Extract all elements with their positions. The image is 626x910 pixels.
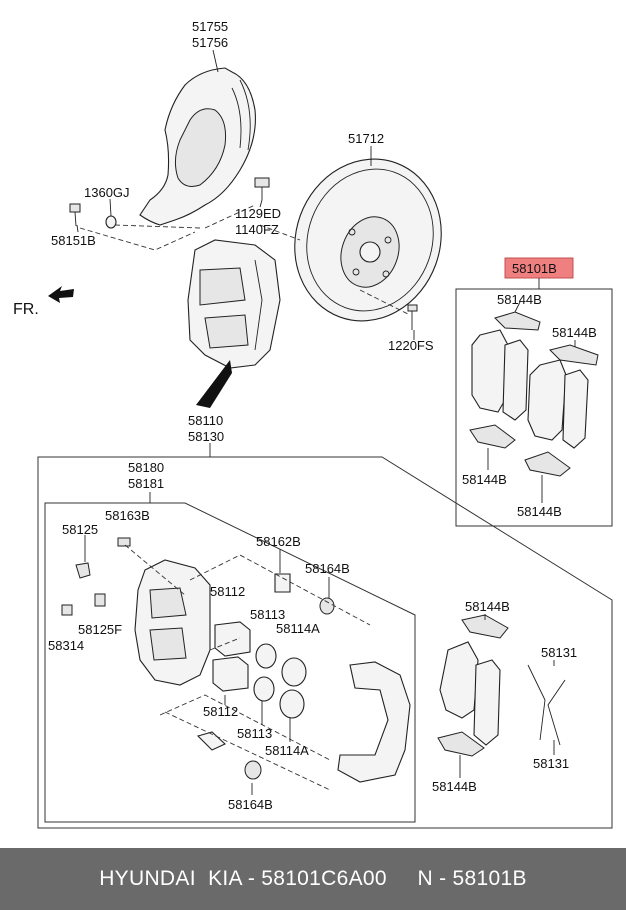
dust-shield [139, 67, 256, 226]
label-58101b: 58101B [512, 261, 557, 276]
label-58180: 58180 [128, 460, 164, 475]
seal-58113-upper [255, 643, 277, 669]
label-58163b: 58163B [105, 508, 150, 523]
lower-inner-box [44, 502, 416, 823]
pointer-arrow [196, 360, 232, 408]
label-58181: 58181 [128, 476, 164, 491]
label-58144b-2: 58144B [552, 325, 597, 340]
label-58162b: 58162B [256, 534, 301, 549]
pad-set-box [455, 288, 613, 527]
boot-58164b-bottom [244, 760, 262, 780]
cap-58314 [61, 604, 73, 616]
label-58112-1: 58112 [210, 584, 245, 599]
label-58112-2: 58112 [203, 704, 238, 719]
bolt-58151b [69, 203, 81, 227]
label-58144b-4: 58144B [517, 504, 562, 519]
screw-1220fs [407, 304, 418, 330]
piston-lower [212, 656, 249, 692]
label-fr: FR. [13, 301, 39, 318]
caliper-assembly-upper [187, 239, 281, 369]
piston-upper [214, 621, 251, 657]
washer-1360gj [105, 215, 117, 229]
label-58164b-1: 58164B [305, 561, 350, 576]
label-58131-1: 58131 [541, 645, 577, 660]
label-1140fz: 1140FZ [235, 222, 279, 237]
seal-58114a-lower [279, 689, 305, 719]
seal-58114a-upper [281, 657, 307, 687]
guide-pin-58162b [274, 573, 291, 593]
label-58131-2: 58131 [533, 756, 569, 771]
cap-58125 [75, 562, 91, 579]
label-58164b-2: 58164B [228, 797, 273, 812]
label-58110: 58110 [188, 413, 223, 428]
label-51756: 51756 [192, 35, 228, 50]
front-direction-arrow [48, 286, 74, 303]
pad-kit-lower [437, 614, 509, 757]
label-58144b-6: 58144B [432, 779, 477, 794]
label-58114a-1: 58114A [276, 621, 320, 636]
pad-kit-upper-right [469, 311, 599, 477]
spring-58131 [527, 664, 566, 746]
label-58130: 58130 [188, 429, 224, 444]
bolt-1129ed [254, 177, 270, 200]
caliper-carrier [337, 661, 411, 783]
label-1220fs: 1220FS [388, 338, 434, 353]
brake-disc [294, 158, 442, 322]
lower-outer-box [37, 456, 613, 829]
footer-text: HYUNDAI KIA - 58101C6A00 N - 58101B [99, 867, 527, 890]
label-58151b: 58151B [51, 233, 96, 248]
label-58144b-1: 58144B [497, 292, 542, 307]
label-58125f: 58125F [78, 622, 122, 637]
part-number-footer: HYUNDAI KIA - 58101C6A00 N - 58101B [0, 848, 626, 910]
label-51712: 51712 [348, 131, 384, 146]
label-58125: 58125 [62, 522, 98, 537]
bleeder-58163b [117, 537, 131, 547]
label-1360gj: 1360GJ [84, 185, 130, 200]
label-58144b-3: 58144B [462, 472, 507, 487]
label-58314: 58314 [48, 638, 84, 653]
label-1129ed: 1129ED [235, 206, 281, 221]
label-51755: 51755 [192, 19, 228, 34]
label-58113-2: 58113 [237, 726, 272, 741]
label-58113-1: 58113 [250, 607, 285, 622]
label-58144b-5: 58144B [465, 599, 510, 614]
label-58114a-2: 58114A [265, 743, 309, 758]
seal-58113-lower [253, 676, 275, 702]
bleeder-58125f [94, 593, 106, 607]
guide-pin-lower [196, 731, 226, 751]
boot-58164b-top [319, 597, 335, 615]
caliper-housing-lower [134, 559, 211, 686]
brake-assembly-diagram: 51755 51756 51712 1360GJ 58151B 1129ED 1… [13, 19, 613, 829]
